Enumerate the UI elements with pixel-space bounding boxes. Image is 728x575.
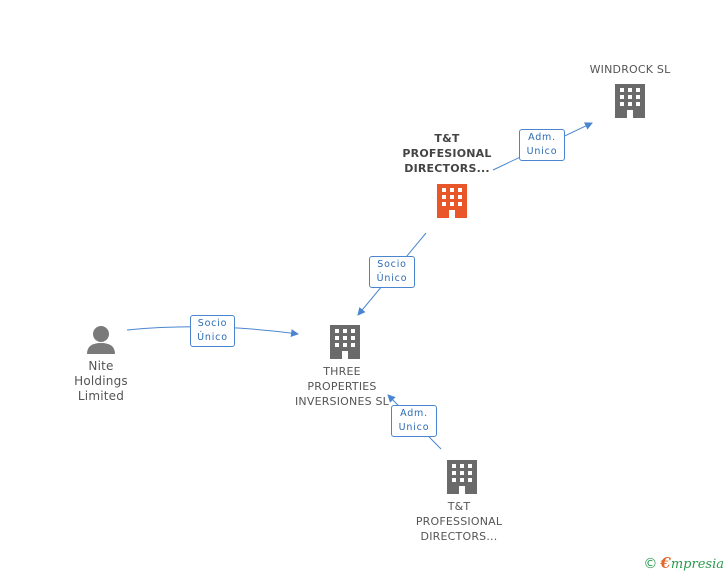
node-nite-holdings[interactable]: Nite Holdings Limited <box>51 359 151 404</box>
edge-label-adm-unico: Adm. Unico <box>391 405 437 437</box>
node-windrock[interactable]: WINDROCK SL <box>570 62 690 77</box>
node-label: WINDROCK SL <box>589 63 671 76</box>
brand-logo-initial: € <box>660 554 671 572</box>
node-label: T&T PROFESSIONAL DIRECTORS... <box>415 500 503 543</box>
node-three-properties[interactable]: THREE PROPERTIES INVERSIONES SL <box>282 364 402 409</box>
building-icon[interactable] <box>615 84 645 118</box>
node-label: T&T PROFESIONAL DIRECTORS... <box>402 132 492 175</box>
edge-label-socio-unico: Socio Único <box>190 315 235 347</box>
node-tt-professional-directors[interactable]: T&T PROFESSIONAL DIRECTORS... <box>399 499 519 544</box>
brand-footer[interactable]: ©€mpresia <box>643 554 724 572</box>
building-icon[interactable] <box>447 460 477 494</box>
building-icon[interactable] <box>330 325 360 359</box>
node-tt-profesional-directors[interactable]: T&T PROFESIONAL DIRECTORS... <box>387 131 507 176</box>
person-icon[interactable] <box>87 326 115 354</box>
building-icon[interactable] <box>437 184 467 218</box>
edge-label-adm-unico: Adm. Unico <box>519 129 565 161</box>
node-label: THREE PROPERTIES INVERSIONES SL <box>294 365 390 408</box>
edge-label-socio-unico: Socio Único <box>369 256 415 288</box>
brand-name: mpresia <box>670 557 724 572</box>
copyright-icon: © <box>643 556 658 572</box>
node-label: Nite Holdings Limited <box>74 359 128 403</box>
